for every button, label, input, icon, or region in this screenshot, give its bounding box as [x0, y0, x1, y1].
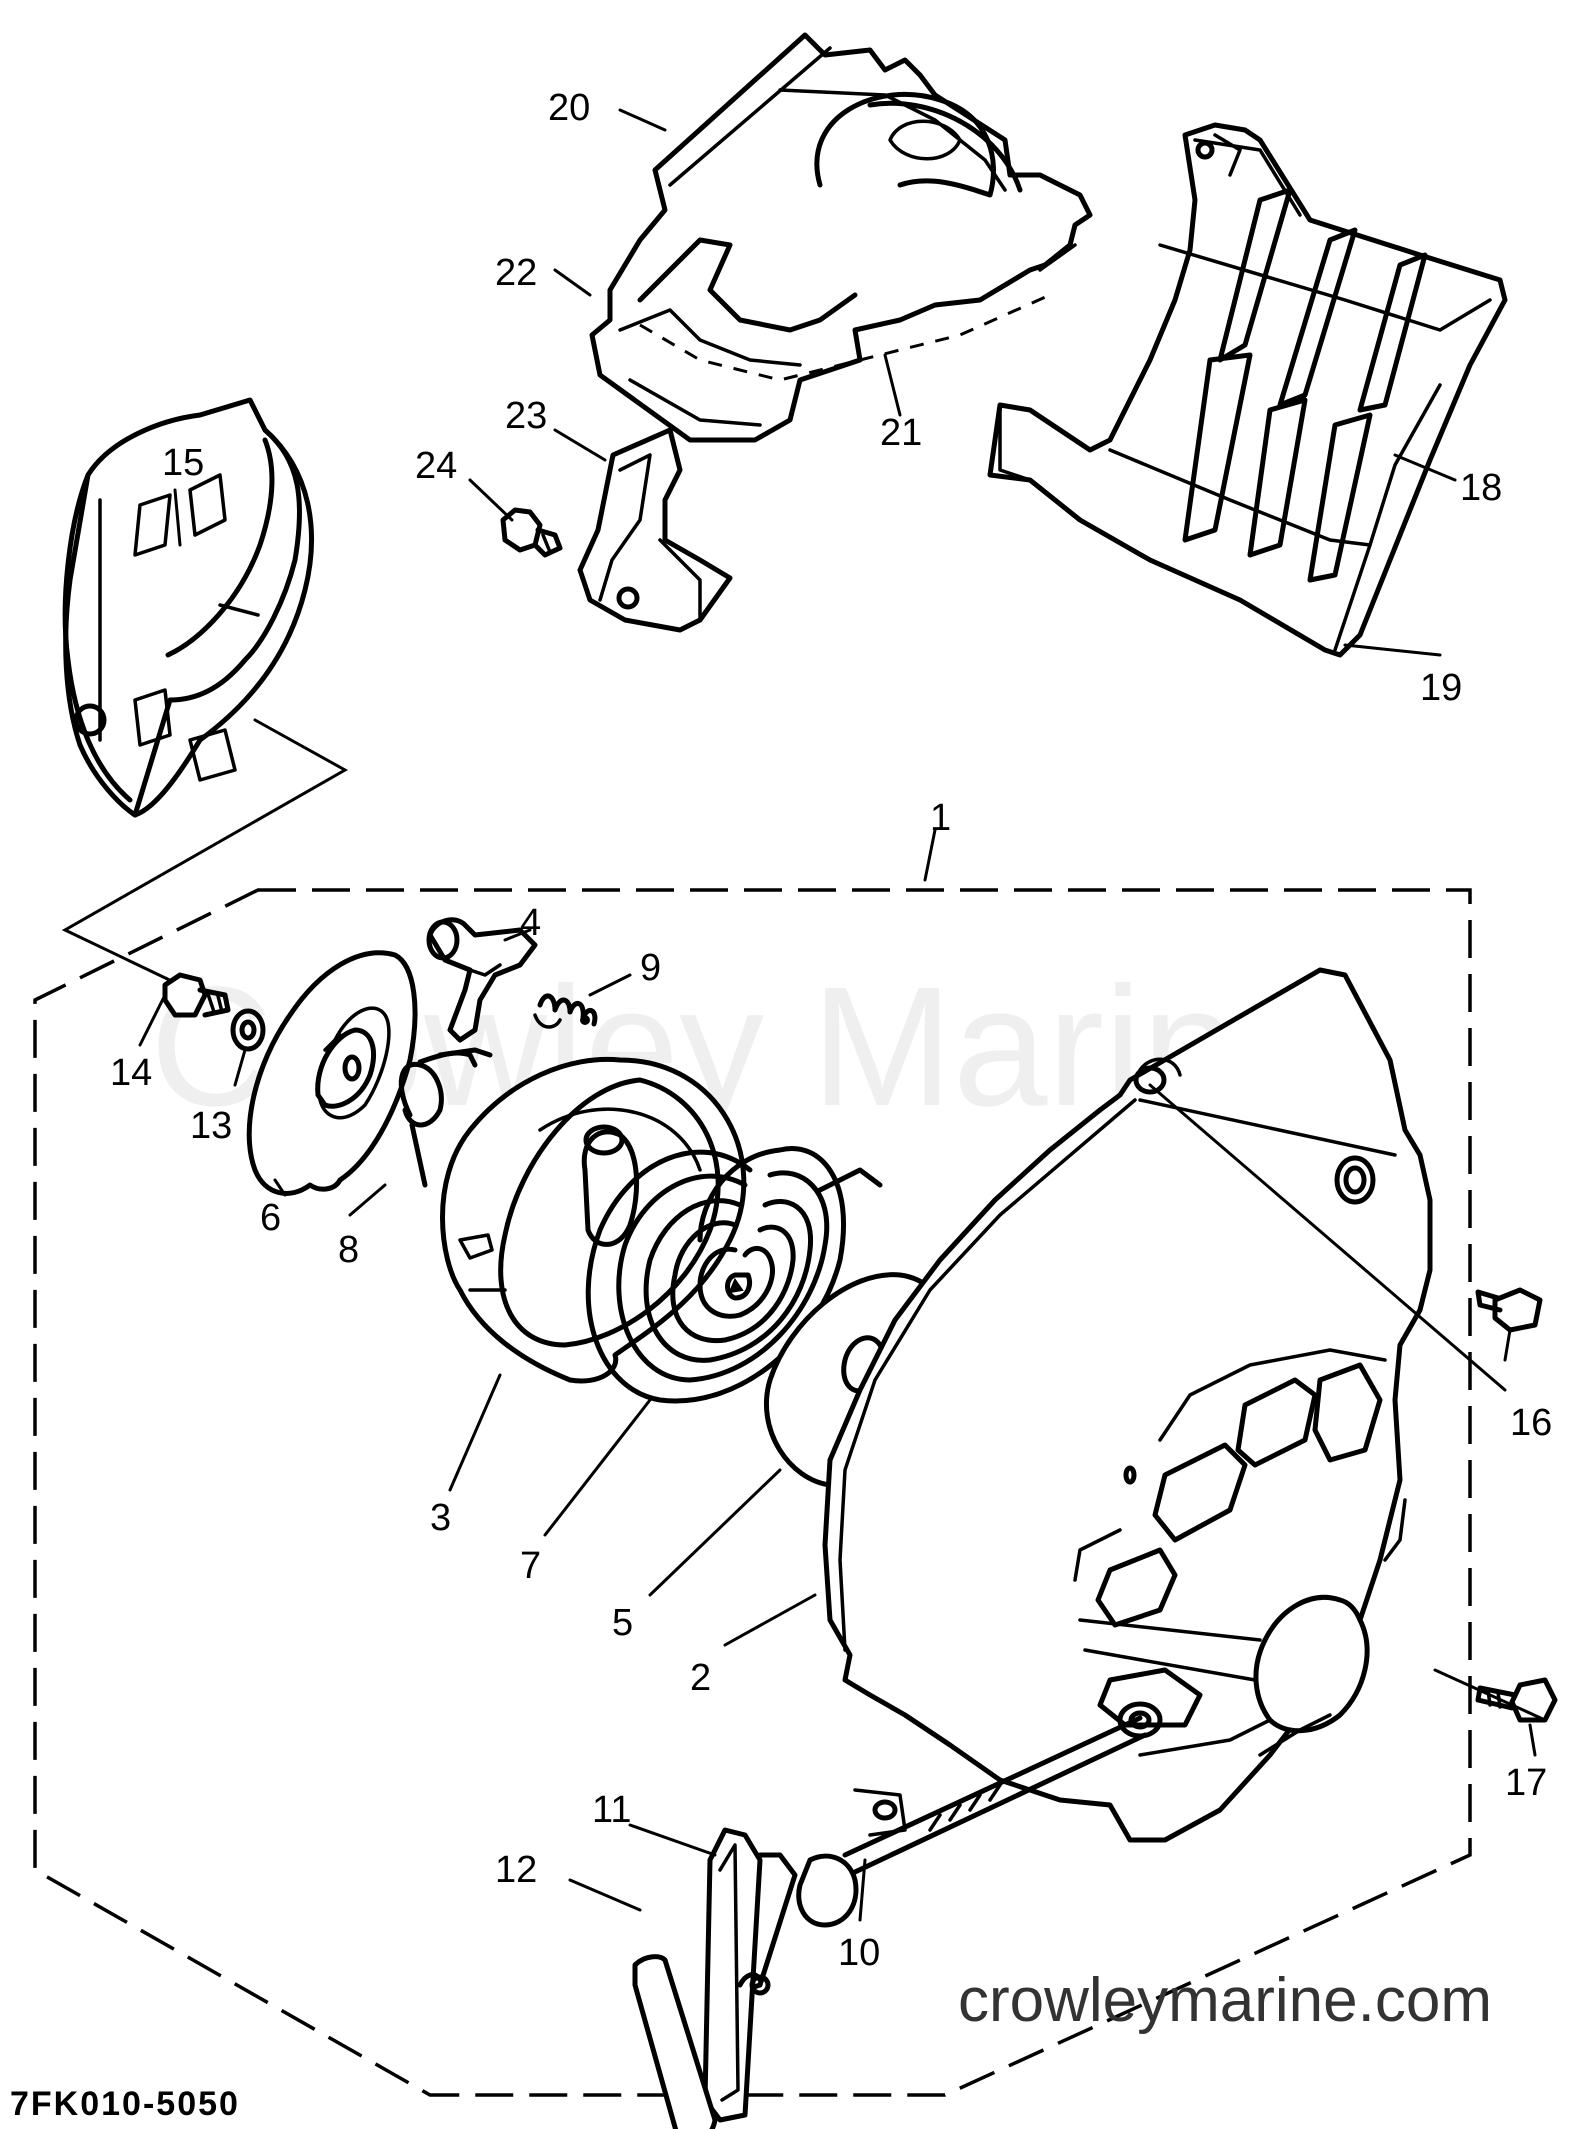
part-4-pawl: [426, 917, 538, 1043]
part-16-bolt: [1475, 1287, 1543, 1333]
callout-22: 22: [495, 252, 537, 294]
callout-9: 9: [640, 947, 661, 989]
assembly-boundary: [33, 888, 1472, 2097]
part-9-spring: [533, 993, 598, 1029]
part-6-drive-plate: [246, 950, 418, 1196]
callout-20: 20: [548, 87, 590, 129]
callout-14: 14: [110, 1052, 152, 1094]
callout-19: 19: [1420, 667, 1462, 709]
part-12-handle-insert: [632, 1954, 718, 2129]
website-text: crowleymarine.com: [957, 1966, 1492, 2035]
part-8-torsion-spring: [398, 1047, 493, 1188]
part-18-side-shroud: [987, 122, 1508, 658]
callout-6: 6: [260, 1197, 281, 1239]
callout-15: 15: [162, 442, 204, 484]
diagram-code: 7FK010-5050: [10, 2085, 240, 2123]
callout-4: 4: [520, 902, 541, 944]
part-14-bolt: [162, 972, 231, 1018]
callout-12: 12: [495, 1849, 537, 1891]
callout-18: 18: [1460, 467, 1502, 509]
callout-2: 2: [690, 1657, 711, 1699]
callout-13: 13: [190, 1105, 232, 1147]
callout-8: 8: [338, 1229, 359, 1271]
callout-24: 24: [415, 445, 457, 487]
callout-21: 21: [880, 412, 922, 454]
part-10-starter-rope: [842, 1715, 1148, 1875]
part-15-pulley-cup: [62, 397, 315, 818]
callout-11: 11: [592, 1789, 631, 1831]
part-23-bracket: [577, 427, 733, 633]
callout-10: 10: [838, 1932, 880, 1974]
callout-7: 7: [520, 1545, 541, 1587]
part-2-starter-case: [822, 967, 1433, 1843]
part-13-washer: [230, 1008, 266, 1052]
part-7-recoil-spring: [585, 1146, 883, 1404]
part-20-cover-plate: [589, 32, 1093, 443]
callout-5: 5: [612, 1602, 633, 1644]
part-11-rope-handle: [702, 1827, 859, 2123]
leader-lines: [138, 108, 1547, 1922]
callout-16: 16: [1510, 1402, 1552, 1444]
part-24-bolt: [500, 507, 563, 558]
callout-3: 3: [430, 1497, 451, 1539]
callout-1: 1: [930, 797, 951, 839]
callout-23: 23: [505, 395, 547, 437]
part-17-bolt: [1475, 1677, 1558, 1723]
callout-labels: 20 22 21 23 24 18 19 15 1 4 9 14 13 6 8 …: [110, 87, 1552, 1974]
callout-17: 17: [1505, 1762, 1547, 1804]
